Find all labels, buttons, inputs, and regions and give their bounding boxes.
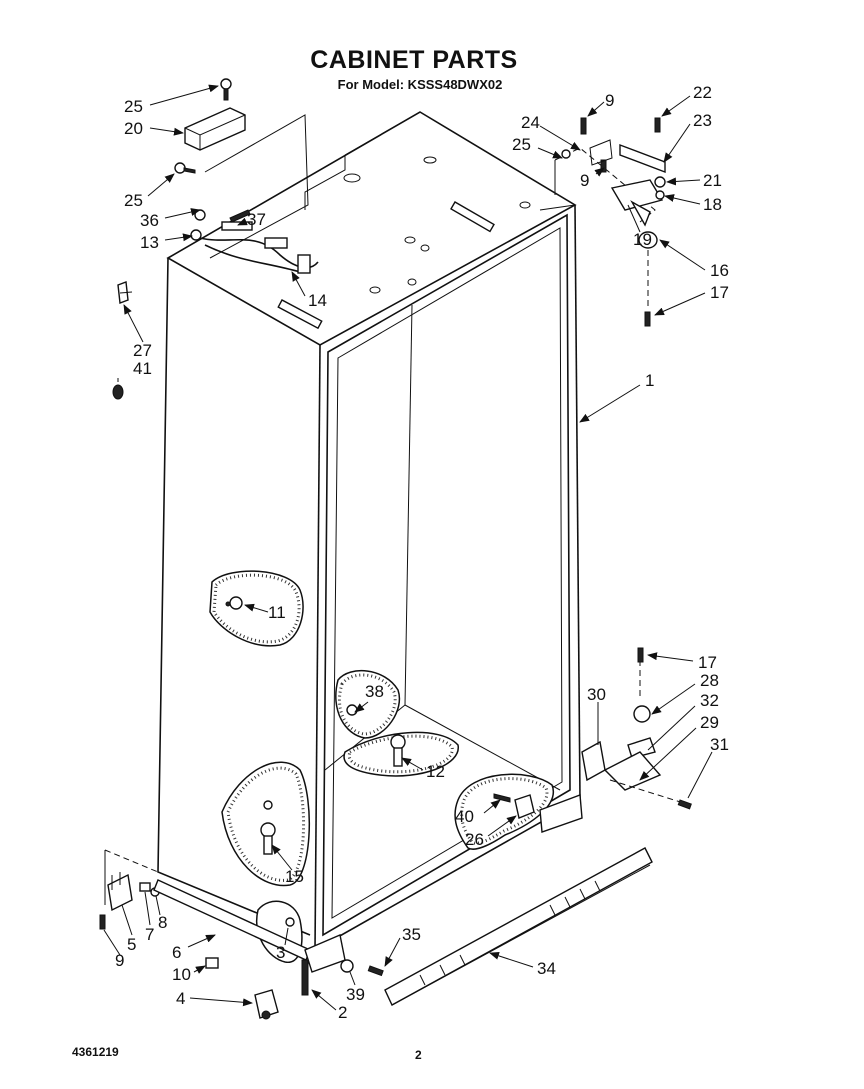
callout-4: 4 xyxy=(176,989,185,1008)
callout-17-top: 17 xyxy=(710,283,729,302)
callout-5: 5 xyxy=(127,935,136,954)
bottom-left-parts xyxy=(99,849,384,1020)
callout-26: 26 xyxy=(465,830,484,849)
callout-19: 19 xyxy=(633,230,652,249)
callout-1: 1 xyxy=(645,371,654,390)
cabinet-body xyxy=(157,111,581,951)
insulation-patches xyxy=(209,570,555,963)
callout-38: 38 xyxy=(365,682,384,701)
callout-11: 11 xyxy=(268,603,286,622)
callout-30: 30 xyxy=(587,685,606,704)
bottom-hinge-assembly xyxy=(493,647,692,833)
callout-41: 41 xyxy=(133,359,152,378)
callout-22: 22 xyxy=(693,83,712,102)
callout-27: 27 xyxy=(133,341,152,360)
callout-13: 13 xyxy=(140,233,159,252)
top-left-parts xyxy=(174,78,251,241)
callout-labels: 25 20 25 36 13 37 14 27 41 24 25 9 9 22 … xyxy=(115,83,729,1022)
toe-grille xyxy=(384,847,653,1006)
callout-25-left: 25 xyxy=(124,191,143,210)
callout-31: 31 xyxy=(710,735,729,754)
callout-3: 3 xyxy=(276,943,285,962)
callout-40: 40 xyxy=(455,807,474,826)
callout-12: 12 xyxy=(426,762,445,781)
callout-9-bottom: 9 xyxy=(115,951,124,970)
callout-8: 8 xyxy=(158,913,167,932)
callout-14: 14 xyxy=(308,291,327,310)
callout-23: 23 xyxy=(693,111,712,130)
callout-35: 35 xyxy=(402,925,421,944)
top-hinge-assembly xyxy=(554,117,666,327)
model-subtitle: For Model: KSSS48DWX02 xyxy=(337,77,503,92)
callout-29: 29 xyxy=(700,713,719,732)
callout-37: 37 xyxy=(247,210,266,229)
callout-25-right: 25 xyxy=(512,135,531,154)
page-title: CABINET PARTS xyxy=(310,46,518,74)
callout-18: 18 xyxy=(703,195,722,214)
callout-16: 16 xyxy=(710,261,729,280)
callout-20: 20 xyxy=(124,119,143,138)
left-floating-parts xyxy=(112,281,133,400)
wiring-harness xyxy=(199,221,319,274)
callout-36: 36 xyxy=(140,211,159,230)
callout-39: 39 xyxy=(346,985,365,1004)
callout-32: 32 xyxy=(700,691,719,710)
callout-15: 15 xyxy=(285,867,304,886)
callout-25-top: 25 xyxy=(124,97,143,116)
leader-lines xyxy=(103,84,713,1011)
callout-9-mid: 9 xyxy=(580,171,589,190)
callout-10: 10 xyxy=(172,965,191,984)
callout-24: 24 xyxy=(521,113,540,132)
callout-7: 7 xyxy=(145,925,154,944)
callout-2: 2 xyxy=(338,1003,347,1022)
callout-9-top: 9 xyxy=(605,91,614,110)
callout-17-bottom: 17 xyxy=(698,653,717,672)
callout-6: 6 xyxy=(172,943,181,962)
callout-28: 28 xyxy=(700,671,719,690)
callout-21: 21 xyxy=(703,171,722,190)
page-number: 2 xyxy=(415,1048,422,1062)
callout-34: 34 xyxy=(537,959,556,978)
document-code: 4361219 xyxy=(72,1045,119,1059)
